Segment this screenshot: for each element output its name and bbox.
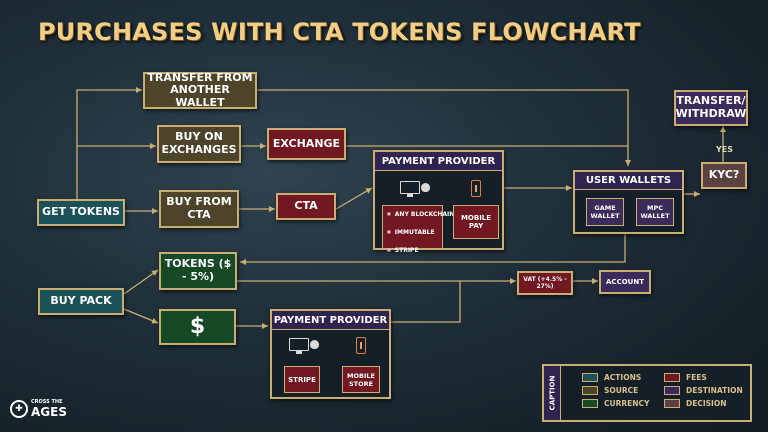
phone-icon bbox=[356, 337, 366, 354]
buy-on-exchanges-node: BUY ON EXCHANGES bbox=[157, 125, 241, 163]
legend-swatch bbox=[664, 399, 680, 408]
mobile-pay-node: MOBILE PAY bbox=[453, 205, 499, 239]
legend-swatch bbox=[582, 386, 598, 395]
monitor-icon bbox=[289, 338, 309, 354]
buy-pack-node: BUY PACK bbox=[38, 288, 124, 315]
logo-text-bottom: AGES bbox=[31, 405, 67, 419]
cross-the-ages-logo: ✚ CROSS THE AGES bbox=[10, 398, 70, 422]
edge-payment-to-vat bbox=[391, 281, 461, 323]
edge-buypack-to-tokens bbox=[123, 269, 159, 295]
edge-get-to-transfer bbox=[76, 87, 142, 199]
legend-swatch bbox=[582, 399, 598, 408]
cta-node: CTA bbox=[276, 193, 336, 220]
apple-icon bbox=[310, 340, 319, 349]
edge-buypack-to-dollar bbox=[123, 308, 159, 324]
mpc-wallet-node: MPC WALLET bbox=[636, 198, 674, 226]
exchange-node: EXCHANGE bbox=[267, 128, 346, 160]
user-wallets-title: USER WALLETS bbox=[575, 172, 682, 190]
dollar-node: $ bbox=[159, 309, 236, 345]
logo-text-top: CROSS THE bbox=[31, 399, 63, 405]
edge-transfer-to-wallets bbox=[257, 89, 631, 166]
game-wallet-node: GAME WALLET bbox=[586, 198, 624, 226]
apple-icon bbox=[421, 183, 430, 192]
yes-label: YES bbox=[716, 145, 734, 154]
edge-wallets-to-tokens bbox=[240, 234, 626, 265]
payment-provider-top-title: PAYMENT PROVIDER bbox=[375, 152, 502, 171]
transfer-withdraw-node: TRANSFER/ WITHDRAW bbox=[674, 90, 748, 126]
get-tokens-node: GET TOKENS bbox=[37, 199, 125, 226]
page-title: PURCHASES WITH CTA TOKENS FLOWCHART bbox=[38, 18, 641, 46]
payment-provider-top-panel: PAYMENT PROVIDER ANY BLOCKCHAIN IMMUTABL… bbox=[373, 150, 504, 254]
phone-icon bbox=[471, 180, 481, 197]
legend-swatch bbox=[582, 373, 598, 382]
account-node: ACCOUNT bbox=[599, 270, 651, 294]
payment-method-immutable: IMMUTABLE bbox=[387, 229, 438, 236]
logo-emblem-icon: ✚ bbox=[10, 400, 28, 418]
buy-from-cta-node: BUY FROM CTA bbox=[159, 190, 239, 228]
vat-node: VAT (+4.5% - 27%) bbox=[517, 271, 573, 295]
payment-method-stripe: STRIPE bbox=[387, 247, 438, 254]
caption-title: CAPTION bbox=[548, 375, 556, 411]
stripe-node: STRIPE bbox=[284, 366, 320, 393]
tokens-node: TOKENS ($ - 5%) bbox=[159, 252, 237, 290]
payment-provider-bottom-panel: PAYMENT PROVIDER STRIPE MOBILE STORE bbox=[270, 309, 391, 399]
mobile-store-node: MOBILE STORE bbox=[342, 366, 380, 393]
legend-swatch bbox=[664, 386, 680, 395]
payment-method-any-blockchain: ANY BLOCKCHAIN bbox=[387, 211, 455, 218]
kyc-decision-node: KYC? bbox=[701, 162, 747, 189]
user-wallets-panel: USER WALLETS GAME WALLET MPC WALLET bbox=[573, 170, 684, 234]
edge-cta-to-payment bbox=[335, 187, 373, 210]
payment-provider-bottom-title: PAYMENT PROVIDER bbox=[272, 311, 389, 330]
transfer-from-wallet-node: TRANSFER FROM ANOTHER WALLET bbox=[143, 71, 257, 109]
caption-legend: CAPTION ACTIONS SOURCE CURRENCY FEES DES… bbox=[542, 364, 752, 422]
legend-swatch bbox=[664, 373, 680, 382]
monitor-icon bbox=[400, 181, 420, 197]
payment-method-list: ANY BLOCKCHAIN IMMUTABLE STRIPE bbox=[382, 205, 455, 254]
